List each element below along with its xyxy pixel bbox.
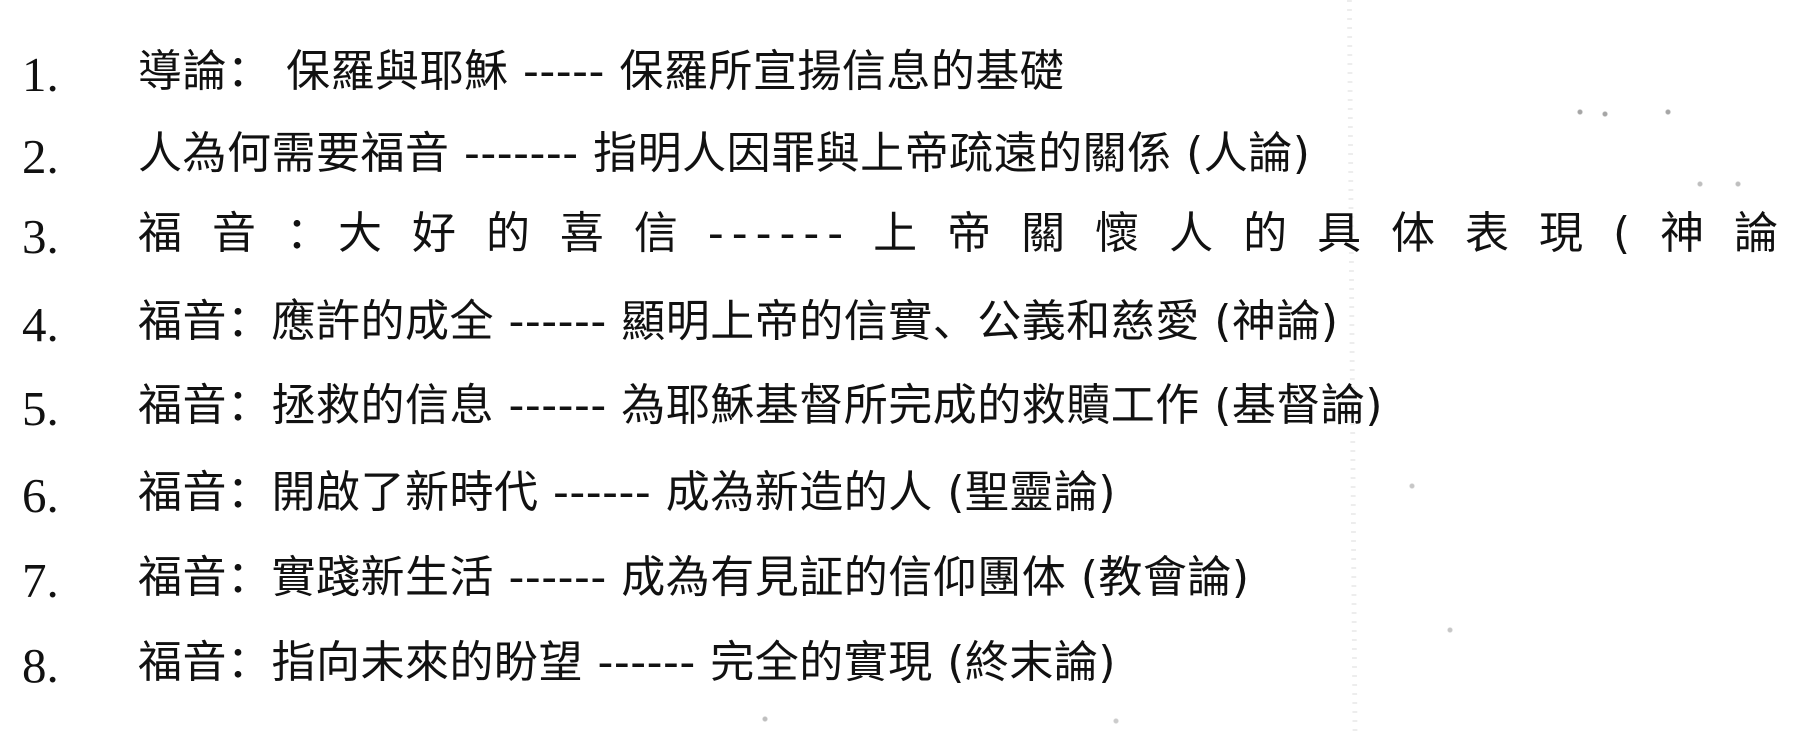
item-text: 福 音 ：大 好 的 喜 信 ------ 上 帝 關 懷 人 的 具 体 表 …: [138, 208, 1794, 259]
item-number: 2.: [22, 129, 59, 184]
item-number: 6.: [22, 468, 59, 523]
item-text: 導論： 保羅與耶穌 ----- 保羅所宣揚信息的基礎: [138, 46, 1065, 97]
item-text: 人為何需要福音 ------- 指明人因罪與上帝疏遠的關係 (人論): [138, 128, 1311, 179]
item-number: 5.: [22, 381, 59, 436]
item-number: 7.: [22, 553, 59, 608]
item-number: 1.: [22, 47, 59, 102]
item-text: 福音：應許的成全 ------ 顯明上帝的信實、公義和慈愛 (神論): [138, 296, 1339, 347]
item-text: 福音：開啟了新時代 ------ 成為新造的人 (聖靈論): [138, 467, 1117, 518]
item-number: 8.: [22, 638, 59, 693]
item-text: 福音：實踐新生活 ------ 成為有見証的信仰團体 (教會論): [138, 552, 1250, 603]
item-number: 3.: [22, 209, 59, 264]
item-text: 福音：指向未來的盼望 ------ 完全的實現 (終末論): [138, 637, 1117, 688]
item-text: 福音：拯救的信息 ------ 為耶穌基督所完成的救贖工作 (基督論): [138, 380, 1384, 431]
item-number: 4.: [22, 297, 59, 352]
